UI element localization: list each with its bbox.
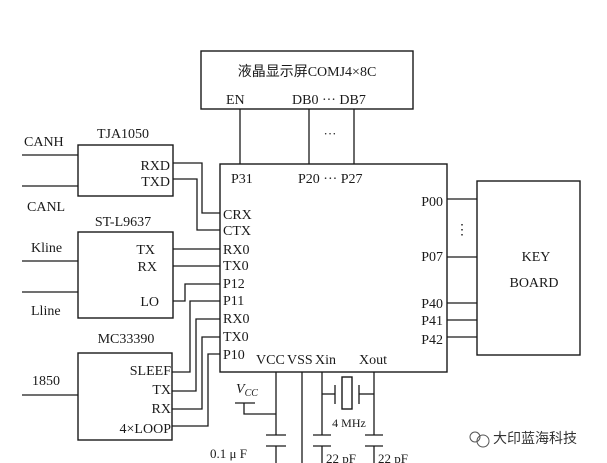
mcu-pin-p11: P11 (223, 294, 244, 309)
wire-txd-ctx (173, 178, 220, 231)
stl9637-pin-lo: LO (140, 295, 159, 310)
wire-loop-p10 (172, 353, 220, 427)
mcu-chip: P31 P20 ··· P27 CRX CTX RX0 TX0 P12 P11 … (219, 163, 448, 373)
mcu-pin-vss: VSS (287, 353, 313, 368)
stl9637-box (77, 231, 174, 319)
mcu-pin-p12: P12 (223, 277, 245, 292)
tja1050-name: TJA1050 (97, 127, 149, 142)
lcd-title: 液晶显示屏COMJ4×8C (238, 64, 377, 80)
mc33390-pin-tx: TX (152, 383, 171, 398)
mcu-pin-p10: P10 (223, 348, 245, 363)
bus-ellipsis: ··· (324, 126, 337, 141)
keyboard-module: KEY BOARD (476, 180, 581, 356)
tja1050-pin-txd: TXD (141, 175, 170, 190)
xout-cap-label: 22 pF (378, 451, 408, 463)
power-section: VCC 0.1 μ F 4 MHz 22 pF 22 pF (210, 372, 408, 463)
mcu-pin-tx0-b: TX0 (223, 330, 249, 345)
keyboard-label-key: KEY (522, 250, 551, 265)
mc33390-pin-rx: RX (152, 402, 171, 417)
mcu-pin-crx: CRX (223, 208, 252, 223)
wire-rxd-crx (173, 162, 220, 214)
wire-sleef-p11 (172, 300, 220, 373)
mcu-pin-p40: P40 (421, 297, 443, 312)
wire-rx-tx0-b (172, 336, 220, 410)
xin-cap-label: 22 pF (326, 451, 356, 463)
mcu-pin-rx0-a: RX0 (223, 243, 249, 258)
mcu-pin-xin: Xin (315, 353, 336, 368)
lcd-pin-en: EN (226, 93, 245, 108)
stl9637-name: ST-L9637 (95, 215, 151, 230)
input-canl: CANL (27, 200, 65, 215)
crystal-label: 4 MHz (332, 416, 366, 430)
watermark-text: 大印蓝海科技 (493, 431, 577, 447)
mcu-pin-rx0-b: RX0 (223, 312, 249, 327)
keyboard-label-board: BOARD (509, 276, 558, 291)
stl9637-pin-tx: TX (136, 243, 155, 258)
tja1050-pin-rxd: RXD (140, 159, 170, 174)
lcd-pin-db: DB0 ··· DB7 (292, 93, 366, 108)
tja1050-box (77, 144, 174, 197)
mcu-pin-vcc: VCC (256, 353, 285, 368)
mcu-pin-p00: P00 (421, 195, 443, 210)
mc33390-module: MC33390 SLEEF TX RX 4×LOOP 1850 (32, 332, 173, 441)
keyboard-box (476, 180, 581, 356)
keyboard-bus-ellipsis: ⋮ (455, 223, 469, 238)
vcc-symbol-label: VCC (236, 382, 258, 399)
mc33390-name: MC33390 (98, 332, 155, 347)
mcu-pin-ctx: CTX (223, 224, 251, 239)
stl9637-module: ST-L9637 TX RX LO Kline Lline (31, 215, 174, 319)
mcu-pin-p2x: P20 ··· P27 (298, 172, 363, 187)
input-canh: CANH (24, 135, 64, 150)
mc33390-pin-4xloop: 4×LOOP (120, 422, 172, 437)
wire-lo-p12 (173, 283, 220, 302)
tja1050-module: TJA1050 RXD TXD CANH CANL (24, 127, 174, 215)
crystal-body (341, 376, 353, 410)
mcu-pin-p31: P31 (231, 172, 253, 187)
lcd-box (200, 50, 414, 110)
mcu-pin-p41: P41 (421, 314, 443, 329)
decoupling-cap-label: 0.1 μ F (210, 446, 247, 461)
mcu-pin-xout: Xout (359, 353, 387, 368)
wire-tx-rx0-b (172, 318, 220, 392)
mcu-pin-p42: P42 (421, 333, 443, 348)
input-1850: 1850 (32, 374, 60, 389)
mc33390-pin-sleef: SLEEF (130, 364, 171, 379)
input-lline: Lline (31, 304, 61, 319)
mcu-box (219, 163, 448, 373)
mcu-pin-tx0-a: TX0 (223, 259, 249, 274)
watermark: 大印蓝海科技 (469, 431, 577, 448)
lcd-module: 液晶显示屏COMJ4×8C EN DB0 ··· DB7 (200, 50, 414, 110)
wechat-icon (469, 431, 490, 448)
mcu-pin-p07: P07 (421, 250, 443, 265)
wire-vcc-source (243, 403, 276, 415)
stl9637-pin-rx: RX (138, 260, 157, 275)
mc33390-box (77, 352, 173, 441)
input-kline: Kline (31, 241, 62, 256)
